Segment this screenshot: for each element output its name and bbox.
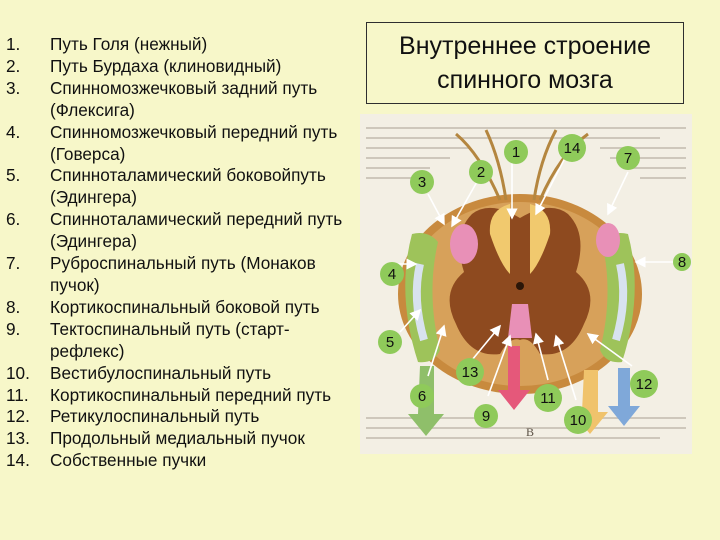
dorsal-horn-left bbox=[450, 224, 478, 264]
callout-5: 5 bbox=[378, 330, 402, 354]
callout-label: 11 bbox=[540, 390, 556, 407]
legend-text: Ретикулоспинальный путь bbox=[50, 406, 260, 427]
legend-item-7: 7. Руброспинальный путь (Монаков пучок) bbox=[6, 253, 358, 297]
ventral-arrow-right-2 bbox=[608, 368, 640, 426]
legend-number: 6. bbox=[6, 209, 21, 230]
legend-item-6: 6. Спинноталамический передний путь (Эдин… bbox=[6, 209, 358, 253]
legend-text: Тектоспинальный путь (старт-рефлекс) bbox=[50, 318, 290, 361]
gray-matter bbox=[449, 207, 591, 355]
spinal-cord-figure: 1 2 3 4 5 6 7 8 9 10 11 12 13 14 В bbox=[360, 114, 692, 454]
legend-item-3: 3. Спинномозжечковый задний путь (Флексиг… bbox=[6, 78, 358, 122]
legend-number: 10. bbox=[6, 362, 30, 383]
legend-number: 9. bbox=[6, 318, 21, 339]
legend-item-11: 11. Кортикоспинальный передний путь bbox=[6, 385, 358, 407]
lateral-band-left bbox=[412, 263, 428, 342]
callout-label: 4 bbox=[388, 266, 396, 283]
legend-number: 5. bbox=[6, 165, 21, 186]
legend-number: 14. bbox=[6, 450, 30, 471]
callout-3: 3 bbox=[410, 170, 434, 194]
ventral-tract bbox=[508, 304, 532, 338]
callout-6: 6 bbox=[410, 384, 434, 408]
legend-number: 2. bbox=[6, 55, 21, 76]
legend-text: Вестибулоспинальный путь bbox=[50, 362, 272, 383]
callout-1: 1 bbox=[504, 140, 528, 164]
title-box: Внутреннее строение спинного мозга bbox=[366, 22, 684, 104]
callout-label: 8 bbox=[678, 254, 686, 271]
callout-4: 4 bbox=[380, 262, 404, 286]
lateral-band-right bbox=[612, 263, 628, 342]
lateral-tract-right bbox=[600, 233, 635, 363]
ventral-arrow-center bbox=[498, 346, 530, 410]
pathway-legend: 1. Путь Голя (нежный) 2. Путь Бурдаха (кли… bbox=[6, 34, 358, 472]
callout-11: 11 bbox=[534, 384, 562, 412]
legend-number: 1. bbox=[6, 34, 21, 54]
legend-number: 13. bbox=[6, 428, 30, 449]
legend-item-2: 2. Путь Бурдаха (клиновидный) bbox=[6, 56, 358, 78]
legend-number: 4. bbox=[6, 121, 21, 142]
legend-text: Кортикоспинальный передний путь bbox=[50, 384, 332, 405]
callout-label: 10 bbox=[570, 412, 587, 429]
callout-label: 3 bbox=[418, 174, 426, 191]
legend-text: Продольный медиальный пучок bbox=[50, 428, 305, 449]
callout-7: 7 bbox=[616, 146, 640, 170]
legend-item-12: 12. Ретикулоспинальный путь bbox=[6, 406, 358, 428]
legend-text: Спинноталамический передний путь (Эдинге… bbox=[50, 209, 343, 252]
legend-item-9: 9. Тектоспинальный путь (старт-рефлекс) bbox=[6, 319, 358, 363]
legend-text: Спинноталамический боковойпуть (Эдингера… bbox=[50, 165, 326, 208]
callout-label: 6 bbox=[418, 388, 426, 405]
legend-number: 7. bbox=[6, 253, 21, 274]
dorsal-horn-right bbox=[596, 223, 620, 257]
title-line-2: спинного мозга bbox=[437, 66, 613, 94]
callout-12: 12 bbox=[630, 370, 658, 398]
callout-8: 8 bbox=[673, 253, 691, 271]
callout-label: 2 bbox=[477, 164, 485, 181]
callout-14: 14 bbox=[558, 134, 586, 162]
legend-number: 12. bbox=[6, 406, 30, 427]
legend-item-5: 5. Спинноталамический боковойпуть (Эдинге… bbox=[6, 165, 358, 209]
legend-text: Путь Голя (нежный) bbox=[50, 34, 208, 54]
title-line-1: Внутреннее строение bbox=[399, 32, 651, 60]
callout-label: 9 bbox=[482, 408, 490, 425]
legend-item-14: 14. Собственные пучки bbox=[6, 450, 358, 472]
legend-item-10: 10. Вестибулоспинальный путь bbox=[6, 363, 358, 385]
dorsal-column-left bbox=[489, 204, 510, 274]
callout-9: 9 bbox=[474, 404, 498, 428]
legend-text: Кортикоспинальный боковой путь bbox=[50, 296, 320, 317]
legend-text: Руброспинальный путь (Монаков пучок) bbox=[50, 253, 316, 295]
callout-label: 14 bbox=[564, 140, 581, 157]
figure-inner-label: В bbox=[526, 425, 534, 439]
legend-number: 8. bbox=[6, 296, 21, 317]
callout-label: 1 bbox=[512, 144, 520, 161]
callout-13: 13 bbox=[456, 358, 484, 386]
legend-item-4: 4. Спинномозжечковый передний путь (Говер… bbox=[6, 122, 358, 166]
callout-2: 2 bbox=[469, 160, 493, 184]
legend-number: 11. bbox=[6, 384, 29, 405]
legend-text: Спинномозжечковый передний путь (Говерса… bbox=[50, 121, 338, 164]
legend-item-13: 13. Продольный медиальный пучок bbox=[6, 428, 358, 450]
callout-label: 5 bbox=[386, 334, 394, 351]
callout-10: 10 bbox=[564, 406, 592, 434]
legend-text: Спинномозжечковый задний путь (Флексига) bbox=[50, 77, 318, 120]
central-canal bbox=[516, 282, 524, 290]
legend-text: Путь Бурдаха (клиновидный) bbox=[50, 55, 282, 76]
callout-pointers bbox=[398, 155, 680, 401]
callout-label: 13 bbox=[462, 364, 479, 381]
spinal-cord-illustration: 1 2 3 4 5 6 7 8 9 10 11 12 13 14 В bbox=[366, 127, 691, 439]
legend-text: Собственные пучки bbox=[50, 450, 207, 471]
legend-number: 3. bbox=[6, 77, 21, 98]
legend-item-1: 1. Путь Голя (нежный) bbox=[6, 34, 358, 56]
legend-item-8: 8. Кортикоспинальный боковой путь bbox=[6, 297, 358, 319]
callout-label: 12 bbox=[636, 376, 653, 393]
dorsal-column-right bbox=[530, 204, 551, 274]
callout-label: 7 bbox=[624, 150, 632, 167]
